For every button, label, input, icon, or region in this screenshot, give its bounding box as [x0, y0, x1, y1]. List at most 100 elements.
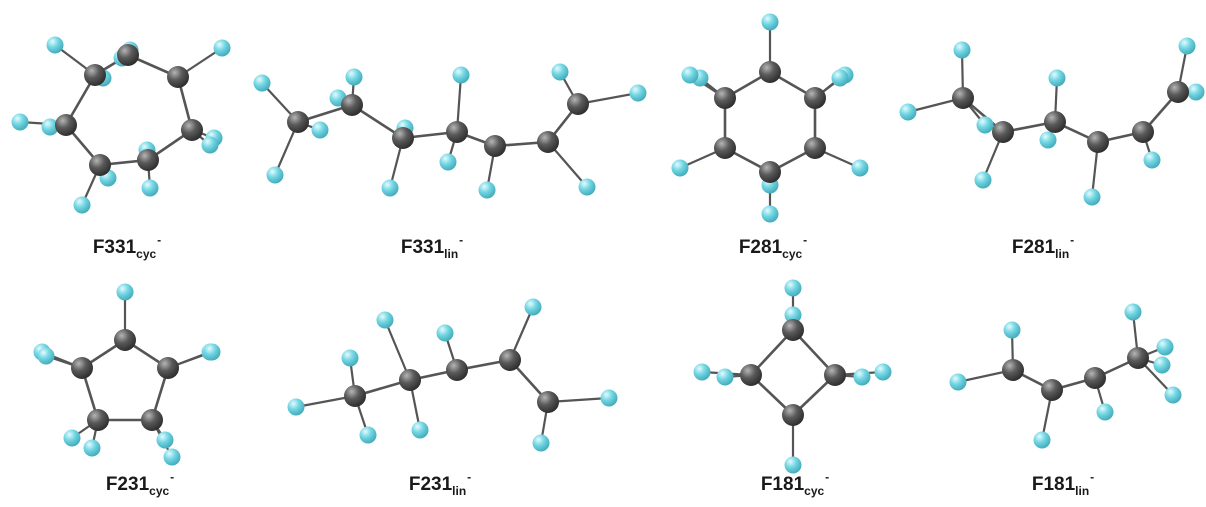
carbon-atom: [1044, 111, 1066, 133]
fluorine-atom: [1156, 338, 1174, 356]
fluorine-atom: [478, 181, 496, 199]
fluorine-atom: [693, 363, 711, 381]
label-f281-lin: F281lin-: [1011, 233, 1075, 261]
carbon-atom: [1127, 347, 1149, 369]
fluorine-atom: [831, 69, 849, 87]
carbon-atom: [71, 357, 93, 379]
fluorine-atom: [345, 68, 363, 86]
carbon-atom: [141, 409, 163, 431]
fluorine-atom: [629, 84, 647, 102]
carbon-atom: [1002, 359, 1024, 381]
carbon-atom: [740, 364, 762, 386]
molecule-f281-cyc: [671, 13, 869, 223]
carbon-atom: [89, 154, 111, 176]
carbon-atom: [567, 93, 589, 115]
fluorine-atom: [156, 431, 174, 449]
carbon-atom: [55, 114, 77, 136]
fluorine-atom: [578, 178, 596, 196]
carbon-atom: [1167, 81, 1189, 103]
carbon-atom: [137, 149, 159, 171]
fluorine-atom: [411, 421, 429, 439]
molecule-f281-lin: [899, 37, 1205, 206]
fluorine-atom: [761, 205, 779, 223]
molecule-f231-cyc: [33, 283, 221, 466]
carbon-atom: [181, 119, 203, 141]
carbon-atom: [1087, 131, 1109, 153]
fluorine-atom: [976, 116, 994, 134]
fluorine-atom: [73, 196, 91, 214]
fluorine-atom: [452, 66, 470, 84]
carbon-atom: [157, 357, 179, 379]
fluorine-atom: [716, 368, 734, 386]
fluorine-atom: [359, 426, 377, 444]
carbon-atom: [87, 409, 109, 431]
carbon-atom: [759, 161, 781, 183]
carbon-atom: [714, 137, 736, 159]
fluorine-atom: [141, 179, 159, 197]
fluorine-atom: [201, 136, 219, 154]
carbon-atom: [399, 369, 421, 391]
fluorine-atom: [784, 306, 802, 324]
label-f231-lin: F231lin-: [408, 470, 472, 498]
fluorine-atom: [671, 159, 689, 177]
fluorine-atom: [11, 113, 29, 131]
fluorine-atom: [1039, 131, 1057, 149]
fluorine-atom: [311, 121, 329, 139]
fluorine-atom: [1164, 386, 1182, 404]
carbon-atom: [167, 66, 189, 88]
fluorine-atom: [600, 389, 618, 407]
label-f181-lin: F181lin-: [1031, 470, 1095, 498]
carbon-atom: [84, 64, 106, 86]
fluorine-atom: [949, 373, 967, 391]
fluorine-atom: [63, 429, 81, 447]
carbon-atom: [484, 135, 506, 157]
fluorine-atom: [436, 324, 454, 342]
fluorine-atom: [1153, 356, 1171, 374]
fluorine-atom: [853, 368, 871, 386]
fluorine-atom: [524, 298, 542, 316]
label-f331-cyc: F331cyc-: [92, 233, 162, 261]
molecule-f231-lin: [287, 298, 618, 452]
carbon-atom: [804, 87, 826, 109]
molecule-f331-lin: [253, 63, 647, 199]
molecule-f181-cyc: [693, 279, 892, 474]
carbon-atom: [1041, 379, 1063, 401]
fluorine-atom: [874, 363, 892, 381]
fluorine-atom: [681, 66, 699, 84]
carbon-atom: [782, 404, 804, 426]
carbon-atom: [446, 359, 468, 381]
fluorine-atom: [341, 349, 359, 367]
fluorine-atom: [381, 179, 399, 197]
fluorine-atom: [213, 39, 231, 57]
fluorine-atom: [37, 347, 55, 365]
fluorine-atom: [1003, 321, 1021, 339]
fluorine-atom: [953, 41, 971, 59]
carbon-atom: [499, 349, 521, 371]
molecule-f181-lin: [949, 303, 1182, 449]
carbon-atom: [952, 87, 974, 109]
carbon-atom: [537, 131, 559, 153]
fluorine-atom: [784, 279, 802, 297]
fluorine-atom: [761, 13, 779, 31]
fluorine-atom: [851, 159, 869, 177]
fluorine-atom: [46, 36, 64, 54]
fluorine-atom: [1187, 83, 1205, 101]
fluorine-atom: [1178, 37, 1196, 55]
carbon-atom: [714, 87, 736, 109]
fluorine-atom: [1124, 303, 1142, 321]
fluorine-atom: [116, 283, 134, 301]
carbon-atom: [446, 121, 468, 143]
label-f331-lin: F331lin-: [400, 233, 464, 261]
fluorine-atom: [1083, 188, 1101, 206]
fluorine-atom: [784, 456, 802, 474]
label-f281-cyc: F281cyc-: [738, 233, 808, 261]
carbon-atom: [804, 137, 826, 159]
carbon-atom: [114, 329, 136, 351]
carbon-atom: [782, 319, 804, 341]
fluorine-atom: [253, 74, 271, 92]
fluorine-atom: [376, 311, 394, 329]
carbon-atom: [537, 391, 559, 413]
fluorine-atom: [974, 171, 992, 189]
carbon-atom: [1084, 367, 1106, 389]
